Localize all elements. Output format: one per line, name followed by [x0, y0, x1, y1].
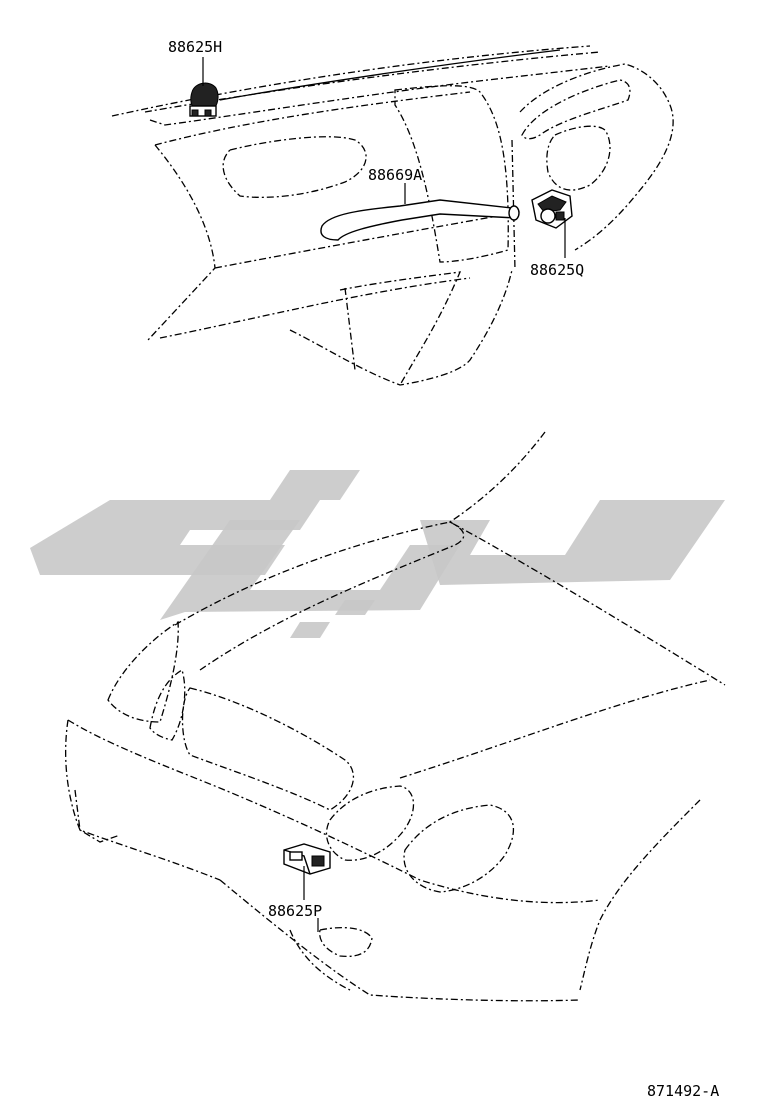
headlight-left-inner [149, 669, 186, 741]
grille [181, 687, 354, 811]
label-88625H: 88625H [168, 38, 222, 56]
sensor-88625H [189, 82, 219, 117]
left-panel-lower [159, 277, 471, 339]
rear-window-edge [111, 45, 591, 117]
sensor-88625Q [531, 189, 573, 229]
trunk-floor [214, 211, 521, 269]
bumper-lower [219, 879, 581, 1002]
watermark-stroke-4 [270, 470, 360, 500]
watermark-dot-1 [290, 622, 330, 638]
fender-side [579, 799, 701, 991]
watermark-dot-2 [335, 600, 375, 615]
bumper-bottom-edge [289, 929, 351, 991]
trunk-cutout [546, 125, 611, 191]
trunk-lid [519, 63, 674, 251]
fender-line [399, 679, 711, 779]
lower-body-inner [339, 271, 462, 386]
speaker-opening [222, 136, 367, 198]
right-edge [511, 139, 516, 271]
lower-body [289, 269, 513, 386]
label-88625P: 88625P [268, 902, 322, 920]
trim-panel [394, 85, 509, 263]
bumper-lip [74, 789, 121, 843]
lower-body-left [344, 287, 356, 371]
watermark-stroke-2 [160, 520, 460, 620]
parcel-shelf-front [154, 91, 471, 146]
headlight-right-2 [403, 804, 514, 893]
fog-light-recess [319, 927, 373, 958]
rear-deck-view: 88625H 88669A 88625Q [111, 38, 674, 386]
front-car-view: 88625P [64, 431, 726, 1002]
hood-crease-right [448, 431, 726, 686]
hood-front [199, 521, 465, 671]
rear-window-edge-solid [219, 49, 561, 101]
hose-end [508, 205, 520, 221]
bumper-top [67, 719, 601, 904]
bumper-left [64, 719, 221, 881]
headlight-right-1 [325, 785, 414, 861]
left-panel [147, 144, 216, 341]
trunk-opening [521, 79, 631, 140]
figure-number: 871492-A [647, 1082, 719, 1100]
hood-edge [174, 521, 451, 626]
watermark-stroke-3 [420, 500, 725, 585]
parcel-shelf [149, 65, 611, 126]
headlight-left [107, 620, 179, 723]
sensor-88625P [283, 843, 331, 875]
watermark-logo [30, 470, 725, 638]
label-88625Q: 88625Q [530, 261, 584, 279]
hose-88669A [320, 199, 518, 241]
label-88669A: 88669A [368, 166, 422, 184]
